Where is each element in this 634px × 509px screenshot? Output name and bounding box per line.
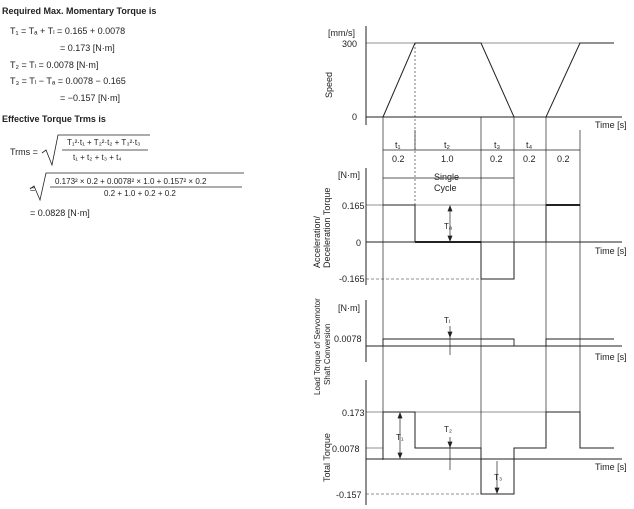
- eq-t1-result: = 0.173 [N·m]: [60, 43, 115, 53]
- sqrt-sign-2: [29, 172, 244, 202]
- tl-label: Tₗ: [444, 316, 450, 325]
- speed-profile: [382, 42, 614, 118]
- t-value-5: 0.2: [557, 154, 570, 164]
- t-value-3: 0.2: [490, 154, 503, 164]
- trms-result: = 0.0828 [N·m]: [30, 208, 90, 218]
- formula-symbols: [29, 134, 244, 202]
- speed-unit: [mm/s]: [328, 28, 355, 38]
- t-label-3: t₃: [494, 140, 501, 150]
- frac2-denominator: 0.2 + 1.0 + 0.2 + 0.2: [104, 189, 176, 198]
- total-time-label: Time [s]: [595, 462, 627, 472]
- speed-tick-0: 0: [352, 112, 357, 122]
- eq-t3: T₃ = Tₗ − Tₐ = 0.0078 − 0.165: [10, 76, 126, 86]
- speed-axis-label: Speed: [324, 72, 334, 98]
- t-value-4: 0.2: [523, 154, 536, 164]
- frac1-numerator: T₁²·t₁ + T₂²·t₂ + T₃²·t₃: [67, 138, 141, 147]
- accel-tick-neg0165: -0.165: [339, 274, 365, 284]
- accel-axis-label-2: Deceleration Torque: [322, 188, 332, 268]
- t1-label: T₁: [396, 433, 404, 442]
- t-value-2: 1.0: [441, 154, 454, 164]
- t-label-1: t₁: [395, 140, 401, 150]
- accel-time-label: Time [s]: [595, 246, 627, 256]
- eq-t2: T₂ = Tₗ = 0.0078 [N·m]: [10, 60, 99, 70]
- frac1-denominator: t₁ + t₂ + t₃ + t₄: [73, 153, 122, 162]
- total-tick-neg0157: -0.157: [336, 490, 362, 500]
- total-profile: [382, 411, 614, 495]
- speed-tick-300: 300: [342, 39, 357, 49]
- heading-effective-torque: Effective Torque Trms is: [2, 114, 106, 124]
- accel-tick-0165: 0.165: [342, 201, 365, 211]
- t-label-2: t₂: [444, 140, 451, 150]
- t3-label: T₃: [494, 473, 502, 482]
- ta-label: Tₐ: [444, 222, 453, 231]
- load-axis-label-2: Shaft Conversion: [323, 324, 332, 385]
- accel-profile: [383, 204, 580, 280]
- total-axis-label: Total Torque: [322, 433, 332, 482]
- t2-label: T₂: [444, 425, 452, 434]
- t-value-1: 0.2: [392, 154, 405, 164]
- torque-unit-load: [N·m]: [338, 303, 360, 313]
- speed-time-label: Time [s]: [595, 120, 627, 130]
- load-axis-label-1: Load Torque of Servomotor: [313, 298, 322, 395]
- load-profile: [382, 338, 614, 347]
- load-tick-0078: 0.0078: [334, 334, 362, 344]
- total-tick-0173: 0.173: [342, 408, 365, 418]
- total-tick-0078: 0.0078: [332, 444, 360, 454]
- trms-label: Trms =: [10, 147, 38, 157]
- frac2-numerator: 0.173² × 0.2 + 0.0078² × 1.0 + 0.157² × …: [55, 177, 207, 186]
- accel-tick-0: 0: [356, 238, 361, 248]
- eq-t3-result: = −0.157 [N·m]: [60, 93, 121, 103]
- single-cycle-label-2: Cycle: [434, 183, 457, 193]
- heading-max-torque: Required Max. Momentary Torque is: [2, 6, 157, 16]
- sqrt-sign-1: [41, 134, 150, 167]
- torque-unit-accel: [N·m]: [338, 170, 360, 180]
- single-cycle-label-1: Single: [434, 172, 459, 182]
- load-time-label: Time [s]: [595, 352, 627, 362]
- eq-sign: =: [30, 184, 36, 194]
- accel-axis-label-1: Acceleration/: [312, 215, 322, 268]
- t-label-4: t₄: [526, 140, 533, 150]
- eq-t1: T₁ = Tₐ + Tₗ = 0.165 + 0.0078: [10, 26, 126, 36]
